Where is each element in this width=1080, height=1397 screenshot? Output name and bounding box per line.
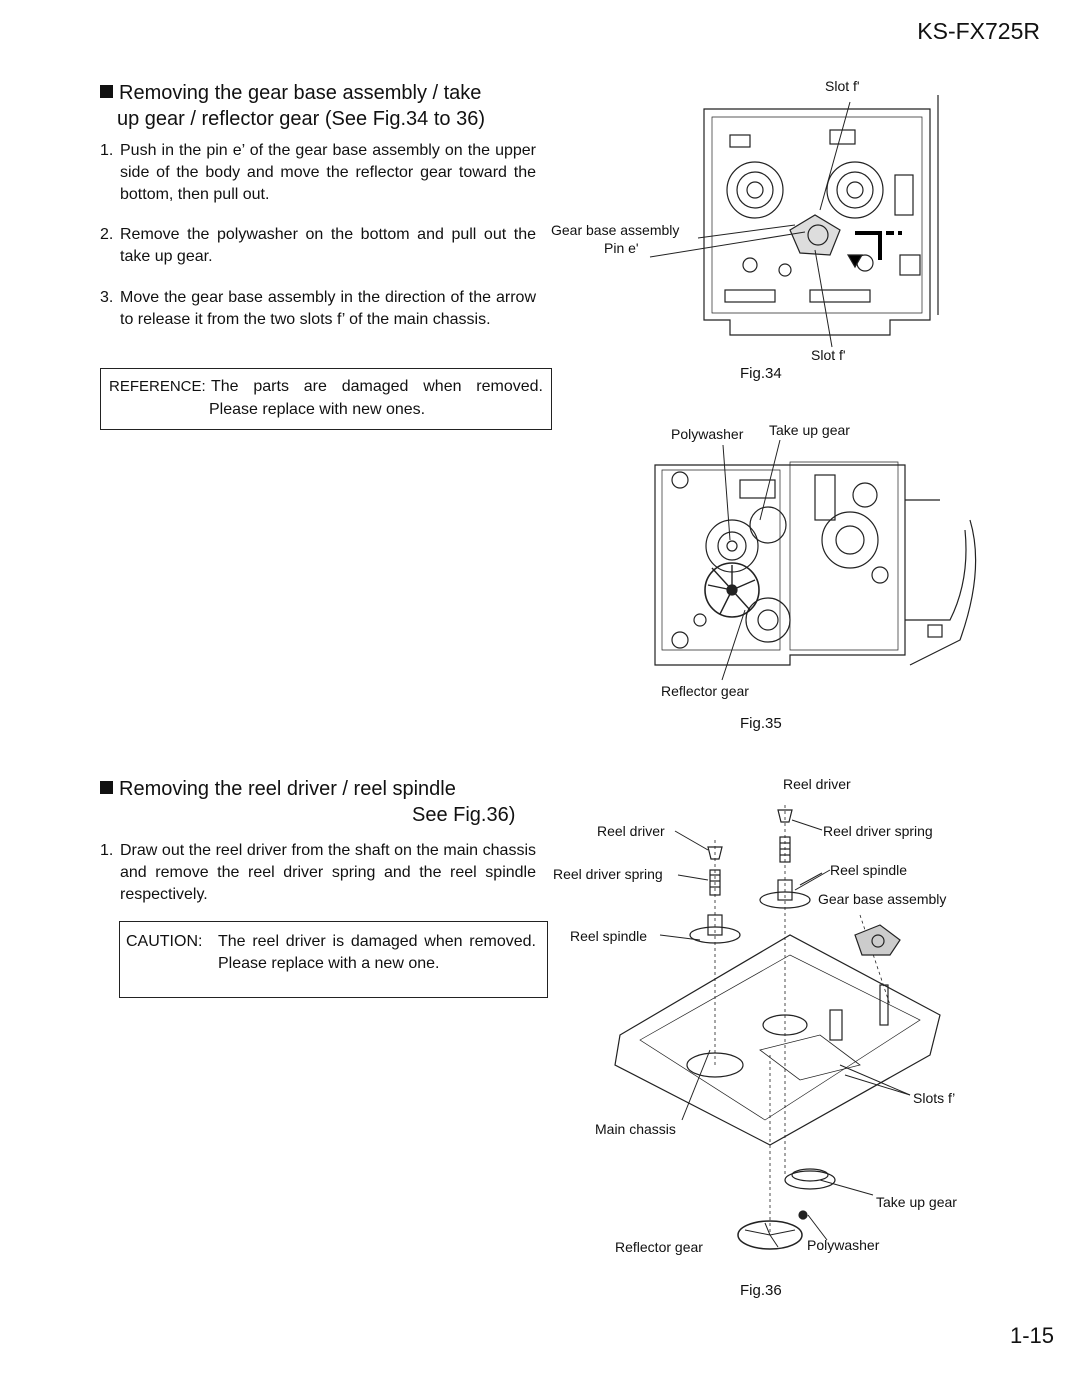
section1-heading: Removing the gear base assembly / take u… [100,80,550,132]
step-text: Move the gear base assembly in the direc… [120,289,536,328]
caution-box: CAUTION: The reel driver is damaged when… [119,921,548,998]
bullet-square-icon [100,85,113,98]
step-number: 1. [100,842,114,859]
label-reel-spindle-left: Reel spindle [570,928,648,944]
label-slot-bottom: Slot f' [811,347,846,363]
label-fig36-take-up-gear: Take up gear [876,1194,957,1210]
label-pin: Pin e' [604,240,639,256]
section2-title-line1: Removing the reel driver / reel spindle [119,778,456,800]
step-2: 2. Remove the polywasher on the bottom a… [100,224,536,268]
step-number: 3. [100,289,114,306]
reference-box: REFERENCE: The parts are damaged when re… [100,368,552,430]
section2-title-line2: See Fig.36) [412,804,516,826]
reference-line1: The parts are damaged when removed. [211,378,543,395]
section1-title-line2: up gear / reflector gear (See Fig.34 to … [117,108,485,130]
caution-text: The reel driver is damaged when removed.… [218,933,536,972]
label-reel-driver-spring-right: Reel driver spring [823,823,933,839]
label-slot-top: Slot f' [825,78,860,94]
label-fig36-gear-base-assembly: Gear base assembly [818,891,947,907]
step-number: 2. [100,226,114,243]
step-1: 1. Push in the pin e’ of the gear base a… [100,140,536,206]
fig35-caption: Fig.35 [740,715,782,732]
fig36-caption: Fig.36 [740,1282,782,1299]
reference-label: REFERENCE: [109,378,206,395]
label-reel-driver-top: Reel driver [783,776,851,792]
page-number: 1-15 [1010,1323,1055,1348]
caution-label: CAUTION: [126,933,203,950]
label-reel-driver-left: Reel driver [597,823,665,839]
fig35-leaders [721,440,781,681]
label-fig36-reflector-gear: Reflector gear [615,1239,703,1255]
section2-heading: Removing the reel driver / reel spindle … [100,776,540,826]
label-polywasher: Polywasher [671,426,744,442]
reference-line2: Please replace with new ones. [209,401,426,418]
step-number: 1. [100,142,114,159]
label-slots: Slots f’ [913,1090,956,1106]
label-reel-spindle-right: Reel spindle [830,862,908,878]
label-reflector-gear: Reflector gear [661,683,749,699]
fig35-diagram [654,461,977,666]
fig34-leaders [649,101,851,348]
model-number: KS-FX725R [917,18,1040,44]
label-reel-driver-spring-left: Reel driver spring [553,866,663,882]
label-main-chassis: Main chassis [595,1121,676,1137]
label-gear-base-assembly: Gear base assembly [551,222,680,238]
label-take-up-gear: Take up gear [769,422,850,438]
section2-step-1: 1. Draw out the reel driver from the sha… [100,840,536,906]
section1-title-line1: Removing the gear base assembly / take [119,82,482,104]
fig36-exploded-diagram [614,805,941,1250]
step-text: Remove the polywasher on the bottom and … [120,226,536,265]
bullet-square-icon [100,781,113,794]
step-text: Push in the pin e’ of the gear base asse… [120,142,536,203]
label-fig36-polywasher: Polywasher [807,1237,880,1253]
fig34-diagram [703,95,939,336]
step-3: 3. Move the gear base assembly in the di… [100,287,536,331]
step-text: Draw out the reel driver from the shaft … [120,842,536,903]
fig34-caption: Fig.34 [740,365,782,382]
